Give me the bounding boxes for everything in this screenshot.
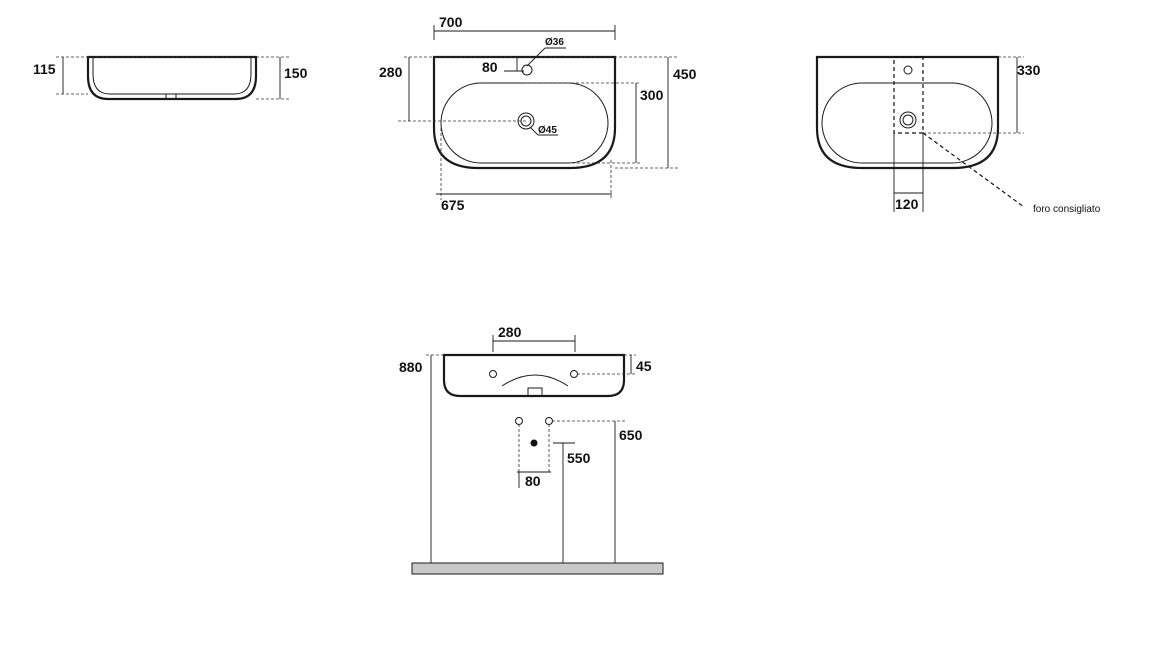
back-view-tap-hole: [903, 65, 913, 75]
back-view-drain-inner: [902, 114, 914, 126]
back-view-drain-outer: [899, 111, 917, 129]
side-view-width-label: 115: [33, 61, 56, 77]
wall-view-supply-spacing-label: 80: [525, 473, 541, 489]
top-view-total-depth-label: 450: [673, 66, 697, 82]
wall-view-bowl-curve: [501, 374, 569, 387]
wall-view: 280 880 45 650 550 80: [399, 324, 664, 575]
side-view-overflow: [165, 93, 177, 100]
back-view: 330 120 foro consigliato: [815, 55, 1101, 215]
side-view-basin-outline: [86, 55, 258, 101]
top-view-drain-label: Ø45: [538, 125, 557, 136]
top-view-tap-hole-label: Ø36: [545, 37, 564, 48]
wall-view-floor: [411, 562, 664, 575]
wall-view-supply-right: [545, 417, 553, 425]
wall-view-waste-height-label: 550: [567, 450, 591, 466]
wall-view-fixing-spacing-label: 280: [498, 324, 522, 340]
top-view-width-label: 700: [439, 14, 463, 30]
side-view: 115 150: [33, 55, 308, 101]
back-view-height-label: 330: [1017, 62, 1041, 78]
top-view-tap-hole: [521, 64, 533, 76]
wall-view-top-height-label: 880: [399, 359, 423, 375]
wall-view-supply-left: [515, 417, 523, 425]
top-view-tap-offset-label: 80: [482, 59, 498, 75]
side-view-height-label: 150: [284, 65, 308, 81]
wall-view-waste-outlet: [530, 439, 538, 447]
back-view-hole-spacing-label: 120: [895, 196, 919, 212]
top-view: 700 Ø36 80 280 450 300 Ø45 675: [379, 14, 697, 213]
back-view-note: foro consigliato: [1033, 204, 1101, 215]
top-view-bowl-depth-label: 300: [640, 87, 664, 103]
top-view-leader: [529, 126, 539, 136]
top-view-depth-label: 280: [379, 64, 403, 80]
top-view-inner-width-label: 675: [441, 197, 465, 213]
wall-view-drain: [527, 387, 543, 397]
wall-view-rim-label: 45: [636, 358, 652, 374]
top-view-basin-outline: [432, 55, 617, 170]
wall-view-supply-height-label: 650: [619, 427, 643, 443]
back-view-recommended-hole-zone: [893, 56, 924, 134]
wall-view-fixing-hole-left: [489, 370, 497, 378]
back-view-bowl-outline: [821, 82, 993, 164]
